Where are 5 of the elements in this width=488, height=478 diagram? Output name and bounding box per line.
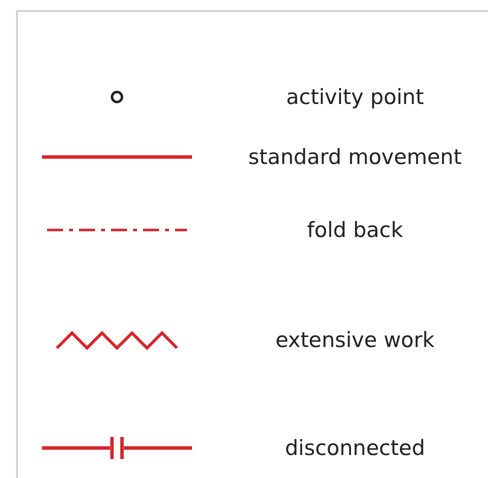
legend-label: standard movement	[248, 145, 462, 169]
legend-label: activity point	[286, 85, 424, 109]
legend-label: disconnected	[284, 436, 426, 460]
legend-label: extensive work	[275, 328, 435, 352]
legend-label: fold back	[307, 218, 403, 242]
